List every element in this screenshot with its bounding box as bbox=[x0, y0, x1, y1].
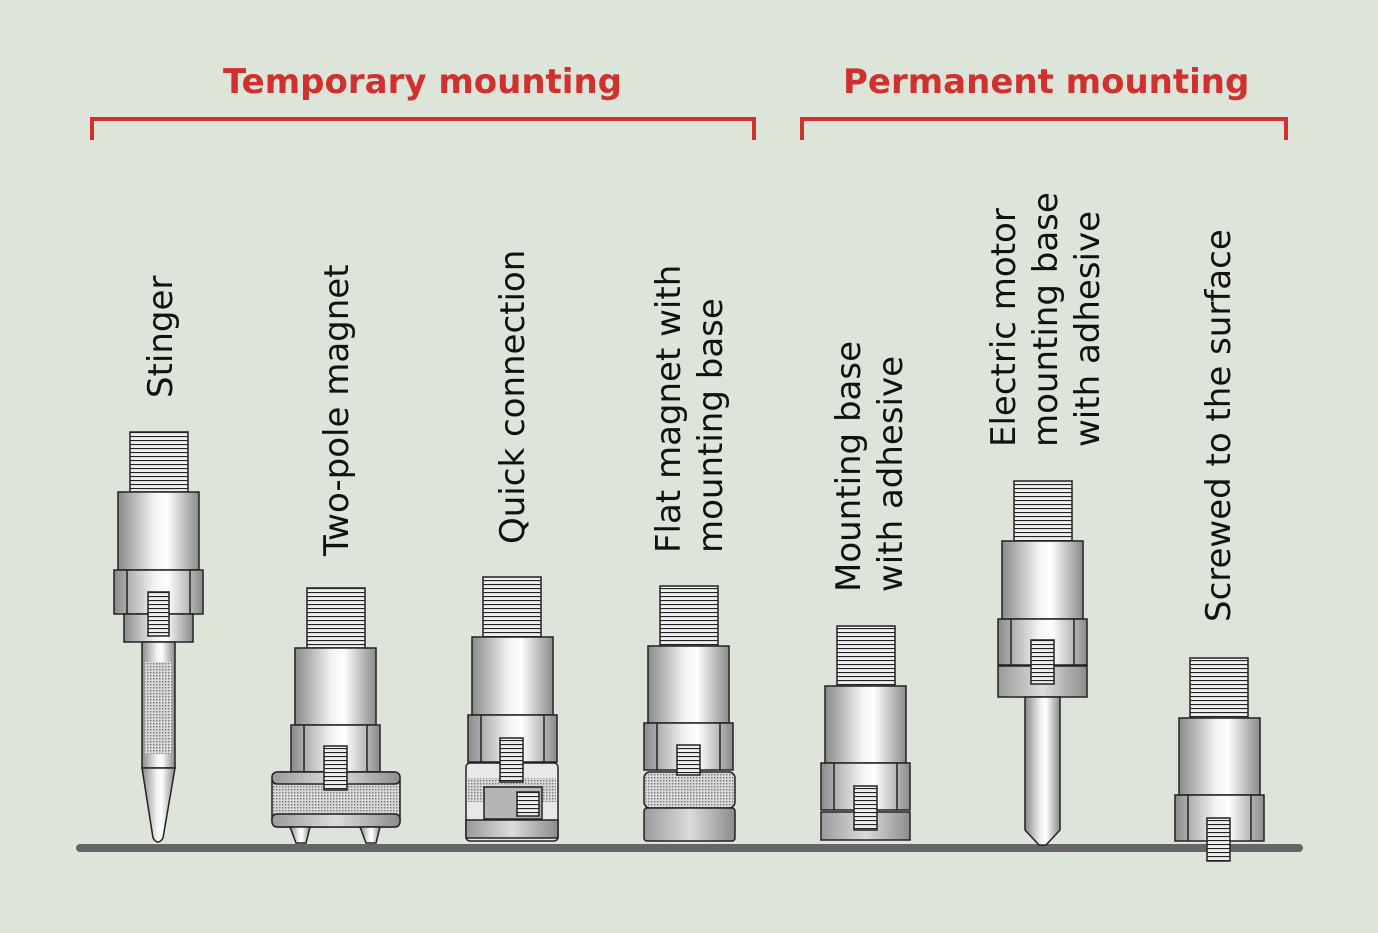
permanent-bracket bbox=[800, 117, 1288, 140]
screwed-sensor bbox=[1174, 657, 1265, 862]
temporary-mounting-title: Temporary mounting bbox=[223, 62, 622, 102]
permanent-mounting-title: Permanent mounting bbox=[843, 62, 1250, 102]
mounting-base-adhesive-sensor bbox=[820, 625, 911, 841]
two-pole-magnet-sensor bbox=[271, 587, 401, 844]
electric-motor-sensor bbox=[997, 480, 1088, 846]
quick-connection-sensor bbox=[465, 576, 559, 842]
temporary-bracket bbox=[90, 117, 756, 140]
flat-magnet-sensor bbox=[643, 585, 736, 842]
stinger-sensor bbox=[113, 431, 204, 843]
